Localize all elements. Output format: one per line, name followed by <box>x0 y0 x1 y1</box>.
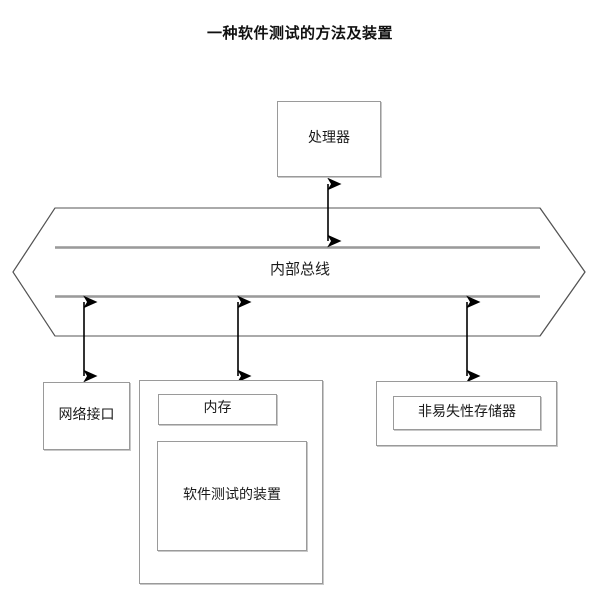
network-interface-box: 网络接口 <box>43 382 130 450</box>
network-interface-label: 网络接口 <box>58 407 115 423</box>
processor-label: 处理器 <box>308 130 350 146</box>
software-test-apparatus-label: 软件测试的装置 <box>183 487 281 503</box>
page-title: 一种软件测试的方法及装置 <box>206 25 393 42</box>
nonvolatile-memory-label: 非易失性存储器 <box>418 404 516 420</box>
nonvolatile-memory-box: 非易失性存储器 <box>393 396 541 430</box>
memory-label: 内存 <box>203 401 232 417</box>
processor-box: 处理器 <box>277 101 381 177</box>
memory-box: 内存 <box>158 394 277 425</box>
software-test-apparatus-box: 软件测试的装置 <box>157 441 307 551</box>
